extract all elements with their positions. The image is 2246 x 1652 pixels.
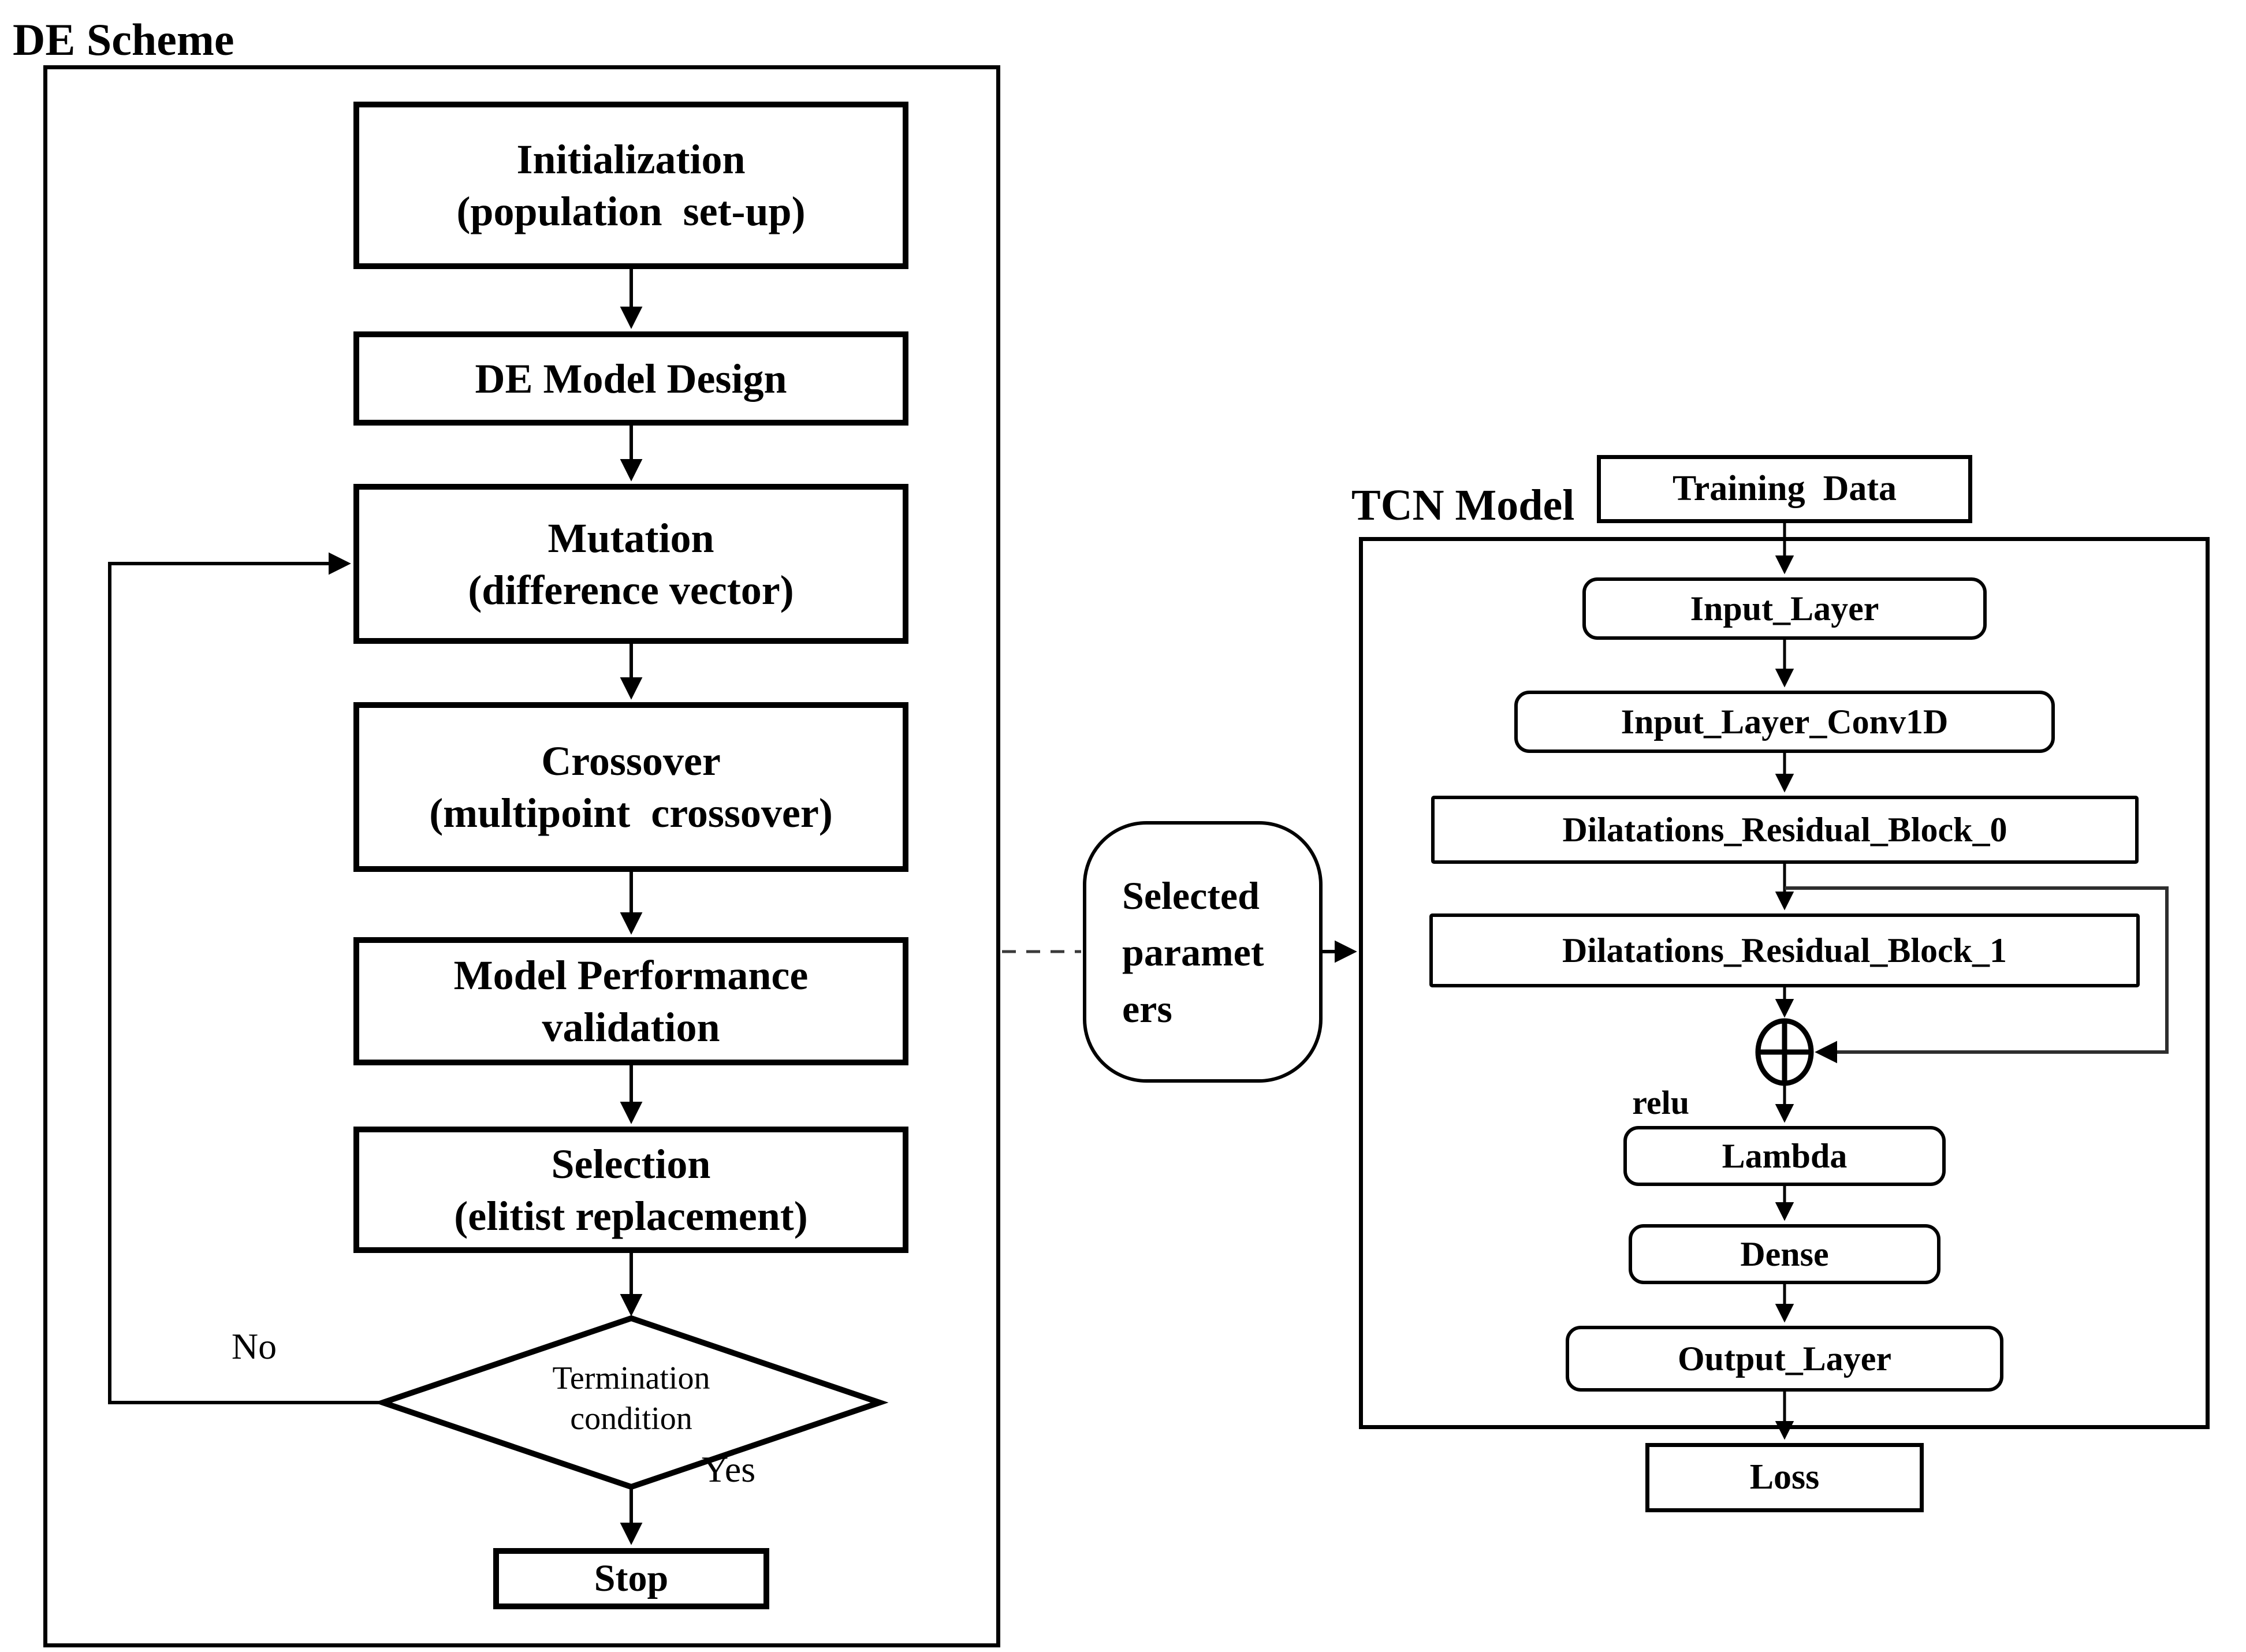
layer-box-input-layer-conv1d: Input_Layer_Conv1D (1514, 691, 2055, 753)
flow-box-selection: Selection (elitist replacement) (353, 1127, 908, 1253)
layer-box-input-layer: Input_Layer (1582, 577, 1987, 640)
selected-parameters-node: Selected paramet ers (1083, 821, 1323, 1083)
loss-box: Loss (1645, 1443, 1924, 1512)
layer-box-output-layer: Output_Layer (1566, 1326, 2003, 1392)
decision-diamond-label: Termination condition (552, 1360, 710, 1437)
layer-box-dilatations-residual-block-0: Dilatations_Residual_Block_0 (1431, 796, 2139, 864)
de-scheme-container (43, 65, 1000, 1647)
flow-box-stop: Stop (493, 1548, 769, 1609)
layer-box-lambda: Lambda (1623, 1126, 1946, 1186)
yes-branch-label: Yes (702, 1449, 756, 1490)
relu-label: relu (1632, 1084, 1689, 1121)
flow-box-mutation: Mutation (difference vector) (353, 484, 908, 644)
layer-box-dense: Dense (1629, 1224, 1940, 1284)
flow-box-crossover: Crossover (multipoint crossover) (353, 702, 908, 872)
layer-box-dilatations-residual-block-1: Dilatations_Residual_Block_1 (1429, 913, 2140, 987)
flow-box-model-performance-validation: Model Performance validation (353, 937, 908, 1065)
de-scheme-title: DE Scheme (13, 14, 234, 65)
flow-box-initialization: Initialization (population set-up) (353, 102, 908, 269)
decision-diamond-shape (374, 1315, 889, 1490)
skip-connection-line (1785, 886, 2169, 1064)
flow-box-de-model-design: DE Model Design (353, 331, 908, 426)
training-data-box: Training Data (1597, 455, 1972, 523)
no-branch-label: No (231, 1326, 277, 1367)
tcn-model-title: TCN Model (1351, 481, 1575, 529)
sum-merge-icon (1755, 1018, 1814, 1086)
no-feedback-line (108, 552, 383, 1404)
